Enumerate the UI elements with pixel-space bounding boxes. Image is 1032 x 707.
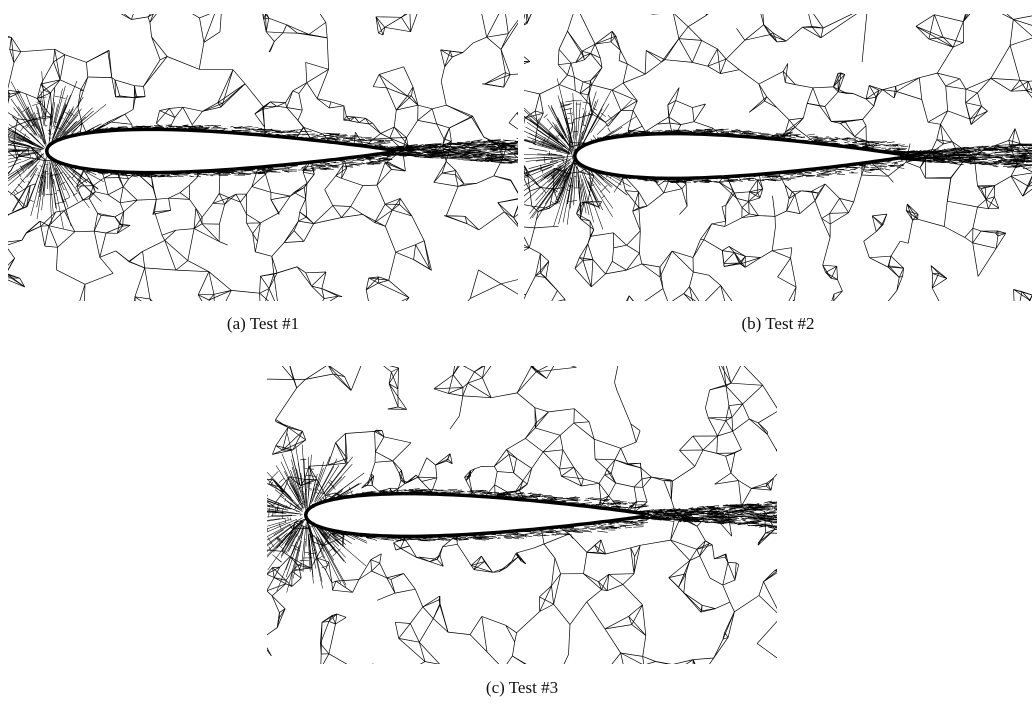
mesh-panel-test-2: [524, 14, 1032, 301]
mesh-panel-test-1: [8, 14, 518, 301]
caption-test-1: (a) Test #1: [8, 314, 518, 334]
caption-title: Test #1: [249, 314, 300, 333]
mesh-figure-test-1: [8, 14, 518, 301]
caption-label: (b): [741, 314, 762, 333]
caption-label: (c): [485, 678, 505, 697]
mesh-figure-test-3: [267, 366, 777, 664]
mesh-panel-test-3: [267, 366, 777, 664]
caption-title: Test #2: [765, 314, 815, 333]
mesh-figure-test-2: [524, 14, 1032, 301]
caption-title: Test #3: [508, 678, 559, 697]
caption-test-3: (c) Test #3: [267, 678, 777, 698]
caption-test-2: (b) Test #2: [524, 314, 1032, 334]
airfoil-shape: [306, 494, 643, 536]
airfoil-shape: [575, 134, 902, 178]
airfoil-shape: [47, 130, 389, 172]
caption-label: (a): [226, 314, 246, 333]
